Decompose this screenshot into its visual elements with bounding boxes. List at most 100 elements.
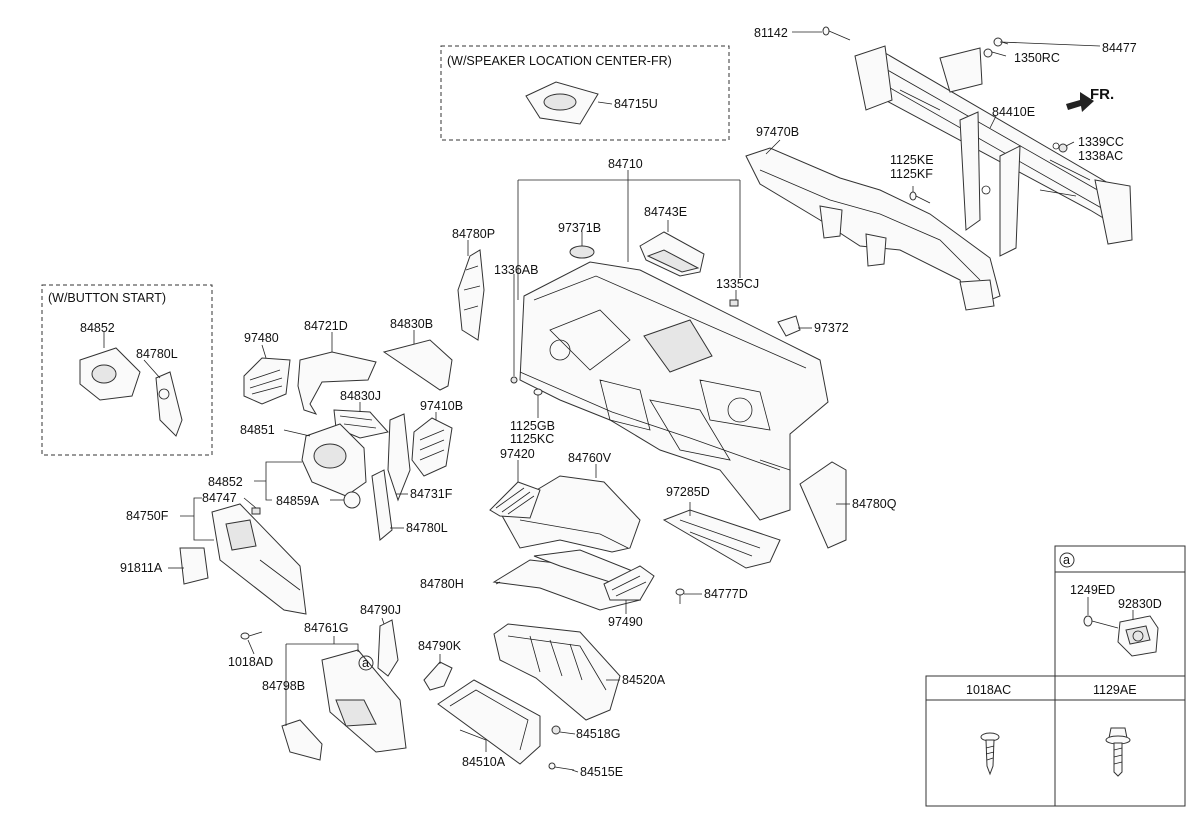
switch-84747-icon [251,507,261,515]
garnish-84721D [297,351,377,415]
cover-84798B [281,719,323,761]
column-cover-84852-button-start [79,347,141,401]
column-cover-84851 [301,423,367,509]
cover-84830B [382,339,453,391]
inset-screw-2-label: 1129AE [1093,683,1137,697]
bracket-84790J [377,619,399,677]
air-vent-97490 [603,565,655,601]
screw-1018AC-icon [980,732,1000,776]
speaker-callout-title: (W/SPEAKER LOCATION CENTER-FR) [447,54,672,68]
latch-84790K [423,661,453,691]
label-84852: 84852 [208,475,243,489]
label-84710: 84710 [608,157,643,171]
label-1350RC: 1350RC [1014,51,1060,65]
label-1125KF: 1125KF [890,167,933,181]
label-91811A: 91811A [120,561,163,575]
label-84780L-button-start: 84780L [136,347,178,361]
label-84798B: 84798B [262,679,305,693]
label-84510A: 84510A [462,755,506,769]
label-84761G: 84761G [304,621,348,635]
label-84780L: 84780L [406,521,448,535]
label-1335CJ: 1335CJ [716,277,759,291]
nut-1339CC-icon [1058,143,1068,153]
speaker-callout-box [440,45,730,141]
lower-panel-84750F [211,503,307,615]
label-1338AC: 1338AC [1078,149,1123,163]
label-1125KE: 1125KE [890,153,934,167]
crash-pad-main-84710 [519,261,829,521]
bolt-1018AD-icon [240,631,263,640]
side-trim-84731F [387,413,411,502]
label-84830B: 84830B [390,317,433,331]
label-97480: 97480 [244,331,279,345]
bolt-1125KE-icon [909,191,931,204]
screw-1129AE-icon [1105,727,1131,777]
label-84410E: 84410E [992,105,1035,119]
bracket-97285D [662,509,781,569]
front-arrow-icon [1066,92,1094,112]
cluster-hood-84743E [639,231,705,277]
label-97372: 97372 [814,321,849,335]
label-97490: 97490 [608,615,643,629]
pin-84515E-icon [548,762,575,771]
label-84852-button-start: 84852 [80,321,115,335]
label-84520A: 84520A [622,673,666,687]
label-97410B: 97410B [420,399,463,413]
clip-1335CJ-icon [729,299,739,307]
marker-a-label: a [362,656,369,670]
button-start-callout-box [41,284,213,456]
bolt-1249ED-icon [1083,615,1119,629]
inset-screw-1-label: 1018AC [966,683,1011,697]
label-84780P: 84780P [452,227,495,241]
label-84750F: 84750F [126,509,169,523]
label-1018AD: 1018AD [228,655,273,669]
label-84780Q: 84780Q [852,497,897,511]
side-trim-84780L [371,469,393,541]
air-vent-97410B [411,417,453,477]
bolt-81142-icon [822,26,851,41]
air-vent-97420 [489,481,541,519]
label-97371B: 97371B [558,221,601,235]
side-trim-84780L-button-start [155,371,183,437]
label-1336AB: 1336AB [494,263,538,277]
label-84747: 84747 [202,491,237,505]
sensor-97372 [777,315,801,337]
label-84859A: 84859A [276,494,320,508]
bolt-1125GB-icon [533,388,543,410]
side-cover-84780P [457,249,485,341]
clip-92830D-icon [1117,615,1159,657]
cowl-cross-bar-84410E [854,45,1133,257]
label-84790J: 84790J [360,603,401,617]
label-84731F: 84731F [410,487,453,501]
bolt-1336AB-icon [510,376,518,384]
label-97285D: 97285D [666,485,710,499]
label-81142: 81142 [754,26,788,40]
speaker-grille-84715U [525,81,599,125]
label-97420: 97420 [500,447,535,461]
label-84790K: 84790K [418,639,462,653]
label-84518G: 84518G [576,727,620,741]
label-84515E: 84515E [580,765,623,779]
label-84851: 84851 [240,423,275,437]
air-vent-97480 [243,357,291,405]
side-cover-84780Q [799,461,847,549]
screw-84777D-icon [675,588,685,604]
marker-a-circle [358,655,374,671]
label-97470B: 97470B [756,125,799,139]
front-direction-label: FR. [1090,86,1114,103]
button-start-callout-title: (W/BUTTON START) [48,291,166,305]
damper-84518G-icon [551,725,561,735]
label-84743E: 84743E [644,205,687,219]
glove-box-84510A [437,679,541,765]
label-1125KC: 1125KC [510,432,554,446]
knee-panel-84761G [321,649,407,753]
part-labels: 81142 84477 1350RC 84715U 84410E 97470B … [80,26,1162,779]
inset-marker-a: a [1063,553,1070,567]
speaker-97371B [569,245,595,259]
front-direction-indicator: FR. [1066,86,1114,112]
label-84721D: 84721D [304,319,348,333]
label-1339CC: 1339CC [1078,135,1124,149]
defroster-duct-97470B [745,147,1001,311]
fastener-inset: a 1018AC 1129AE [925,545,1186,807]
